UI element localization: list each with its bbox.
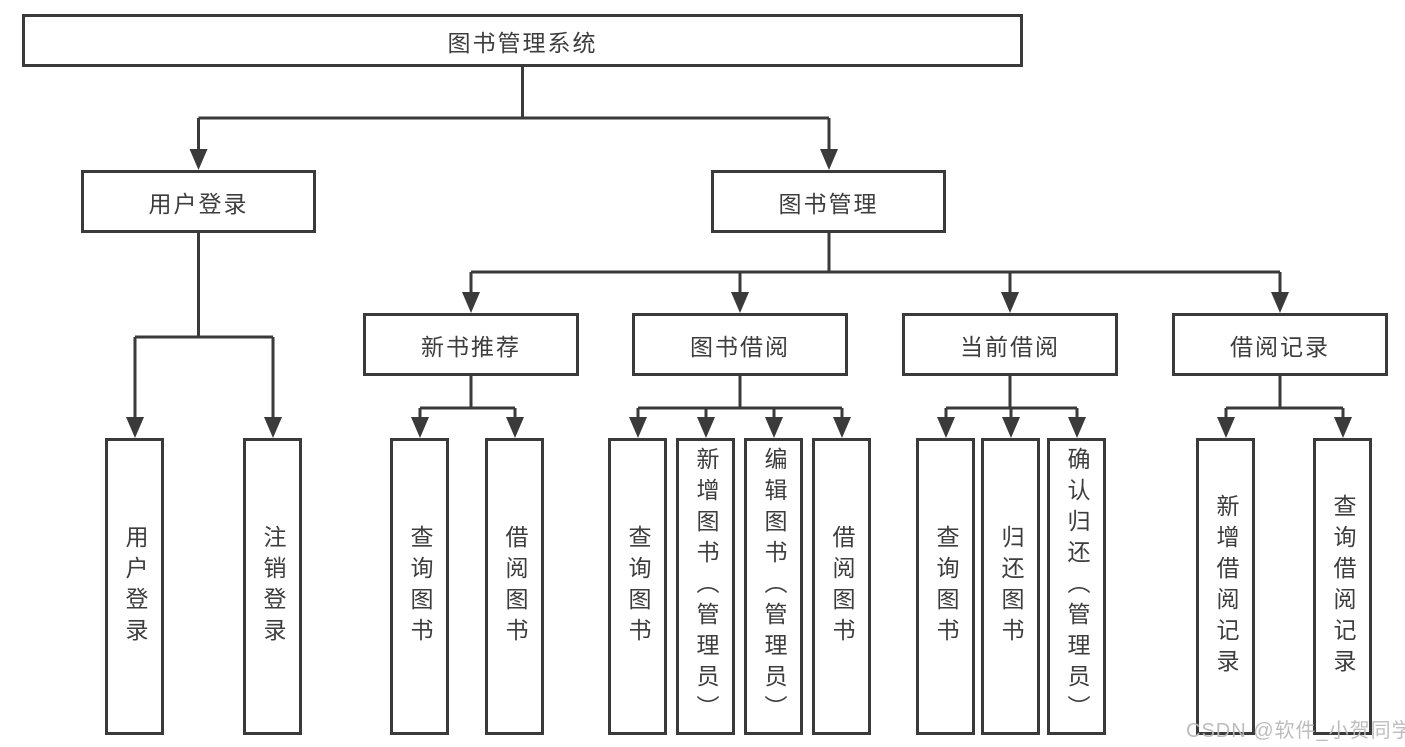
node-label: 查询借阅记录: [1330, 493, 1356, 680]
arrowhead-icon: [264, 417, 282, 438]
node-book-borrow: 图书借阅: [632, 313, 848, 376]
node-label: 图书借阅: [690, 333, 790, 360]
arrowhead-icon: [126, 417, 144, 438]
node-label: 图书管理系统: [447, 29, 598, 56]
node-label: 注销登录: [260, 524, 286, 649]
leaf-query-books-rec: 查询图书: [390, 438, 449, 735]
node-label: 用户登录: [122, 524, 148, 649]
node-user-login: 用户登录: [81, 170, 316, 233]
arrowhead-icon: [1001, 292, 1019, 313]
arrowhead-icon: [765, 417, 783, 438]
node-borrow-records: 借阅记录: [1172, 313, 1388, 376]
leaf-query-borrow-record: 查询借阅记录: [1313, 438, 1372, 735]
node-root-system: 图书管理系统: [22, 14, 1023, 67]
node-label: 归还图书: [998, 524, 1024, 649]
node-label: 新增图书（管理员）: [693, 447, 719, 726]
connector-records-to-leaves: [1224, 376, 1345, 418]
arrowhead-icon: [629, 417, 647, 438]
arrowhead-icon: [1217, 417, 1235, 438]
arrowhead-icon: [937, 417, 955, 438]
arrowhead-icon: [697, 417, 715, 438]
node-label: 借阅记录: [1230, 333, 1330, 360]
arrowhead-icon: [189, 149, 208, 170]
connector-newrec-to-leaves: [418, 376, 517, 418]
leaf-user-login: 用户登录: [105, 438, 164, 735]
arrowhead-icon: [411, 417, 429, 438]
arrowheads: [126, 149, 1352, 438]
node-label: 新书推荐: [421, 333, 521, 360]
leaf-add-borrow-record: 新增借阅记录: [1196, 438, 1255, 735]
leaf-borrow-books: 借阅图书: [812, 438, 871, 735]
node-label: 图书管理: [778, 190, 879, 217]
arrowhead-icon: [1002, 417, 1020, 438]
leaf-edit-books-admin: 编辑图书（管理员）: [744, 438, 803, 735]
node-label: 用户登录: [148, 190, 249, 217]
node-current-borrow: 当前借阅: [902, 313, 1118, 376]
node-label: 查询图书: [625, 524, 651, 649]
leaf-add-books-admin: 新增图书（管理员）: [676, 438, 735, 735]
connector-userlogin-to-leaves: [133, 233, 275, 418]
node-label: 确认归还（管理员）: [1064, 447, 1090, 726]
leaf-query-books-borrow: 查询图书: [608, 438, 667, 735]
leaf-query-books-current: 查询图书: [916, 438, 975, 735]
leaf-logout: 注销登录: [243, 438, 302, 735]
leaf-confirm-return-admin: 确认归还（管理员）: [1047, 438, 1106, 735]
node-label: 编辑图书（管理员）: [761, 447, 787, 726]
node-label: 新增借阅记录: [1213, 493, 1239, 680]
leaf-return-books: 归还图书: [981, 438, 1040, 735]
leaf-borrow-books-rec: 借阅图书: [485, 438, 544, 735]
arrowhead-icon: [731, 292, 749, 313]
arrowhead-icon: [833, 417, 851, 438]
arrowhead-icon: [506, 417, 524, 438]
node-label: 查询图书: [407, 524, 433, 649]
node-label: 借阅图书: [502, 524, 528, 649]
node-book-management: 图书管理: [711, 170, 946, 233]
connector-bookmgmt-to-level3: [469, 233, 1282, 293]
arrowhead-icon: [1334, 417, 1352, 438]
arrowhead-icon: [462, 292, 480, 313]
connector-root-to-level2: [197, 67, 831, 150]
arrowhead-icon: [1271, 292, 1289, 313]
arrowhead-icon: [820, 149, 838, 170]
node-label: 查询图书: [933, 524, 959, 649]
connector-bookborrow-to-leaves: [636, 376, 844, 418]
node-new-book-recommend: 新书推荐: [363, 313, 579, 376]
connector-curborrow-to-leaves: [944, 376, 1079, 418]
node-label: 当前借阅: [960, 333, 1060, 360]
arrowhead-icon: [1068, 417, 1086, 438]
node-label: 借阅图书: [829, 524, 855, 649]
